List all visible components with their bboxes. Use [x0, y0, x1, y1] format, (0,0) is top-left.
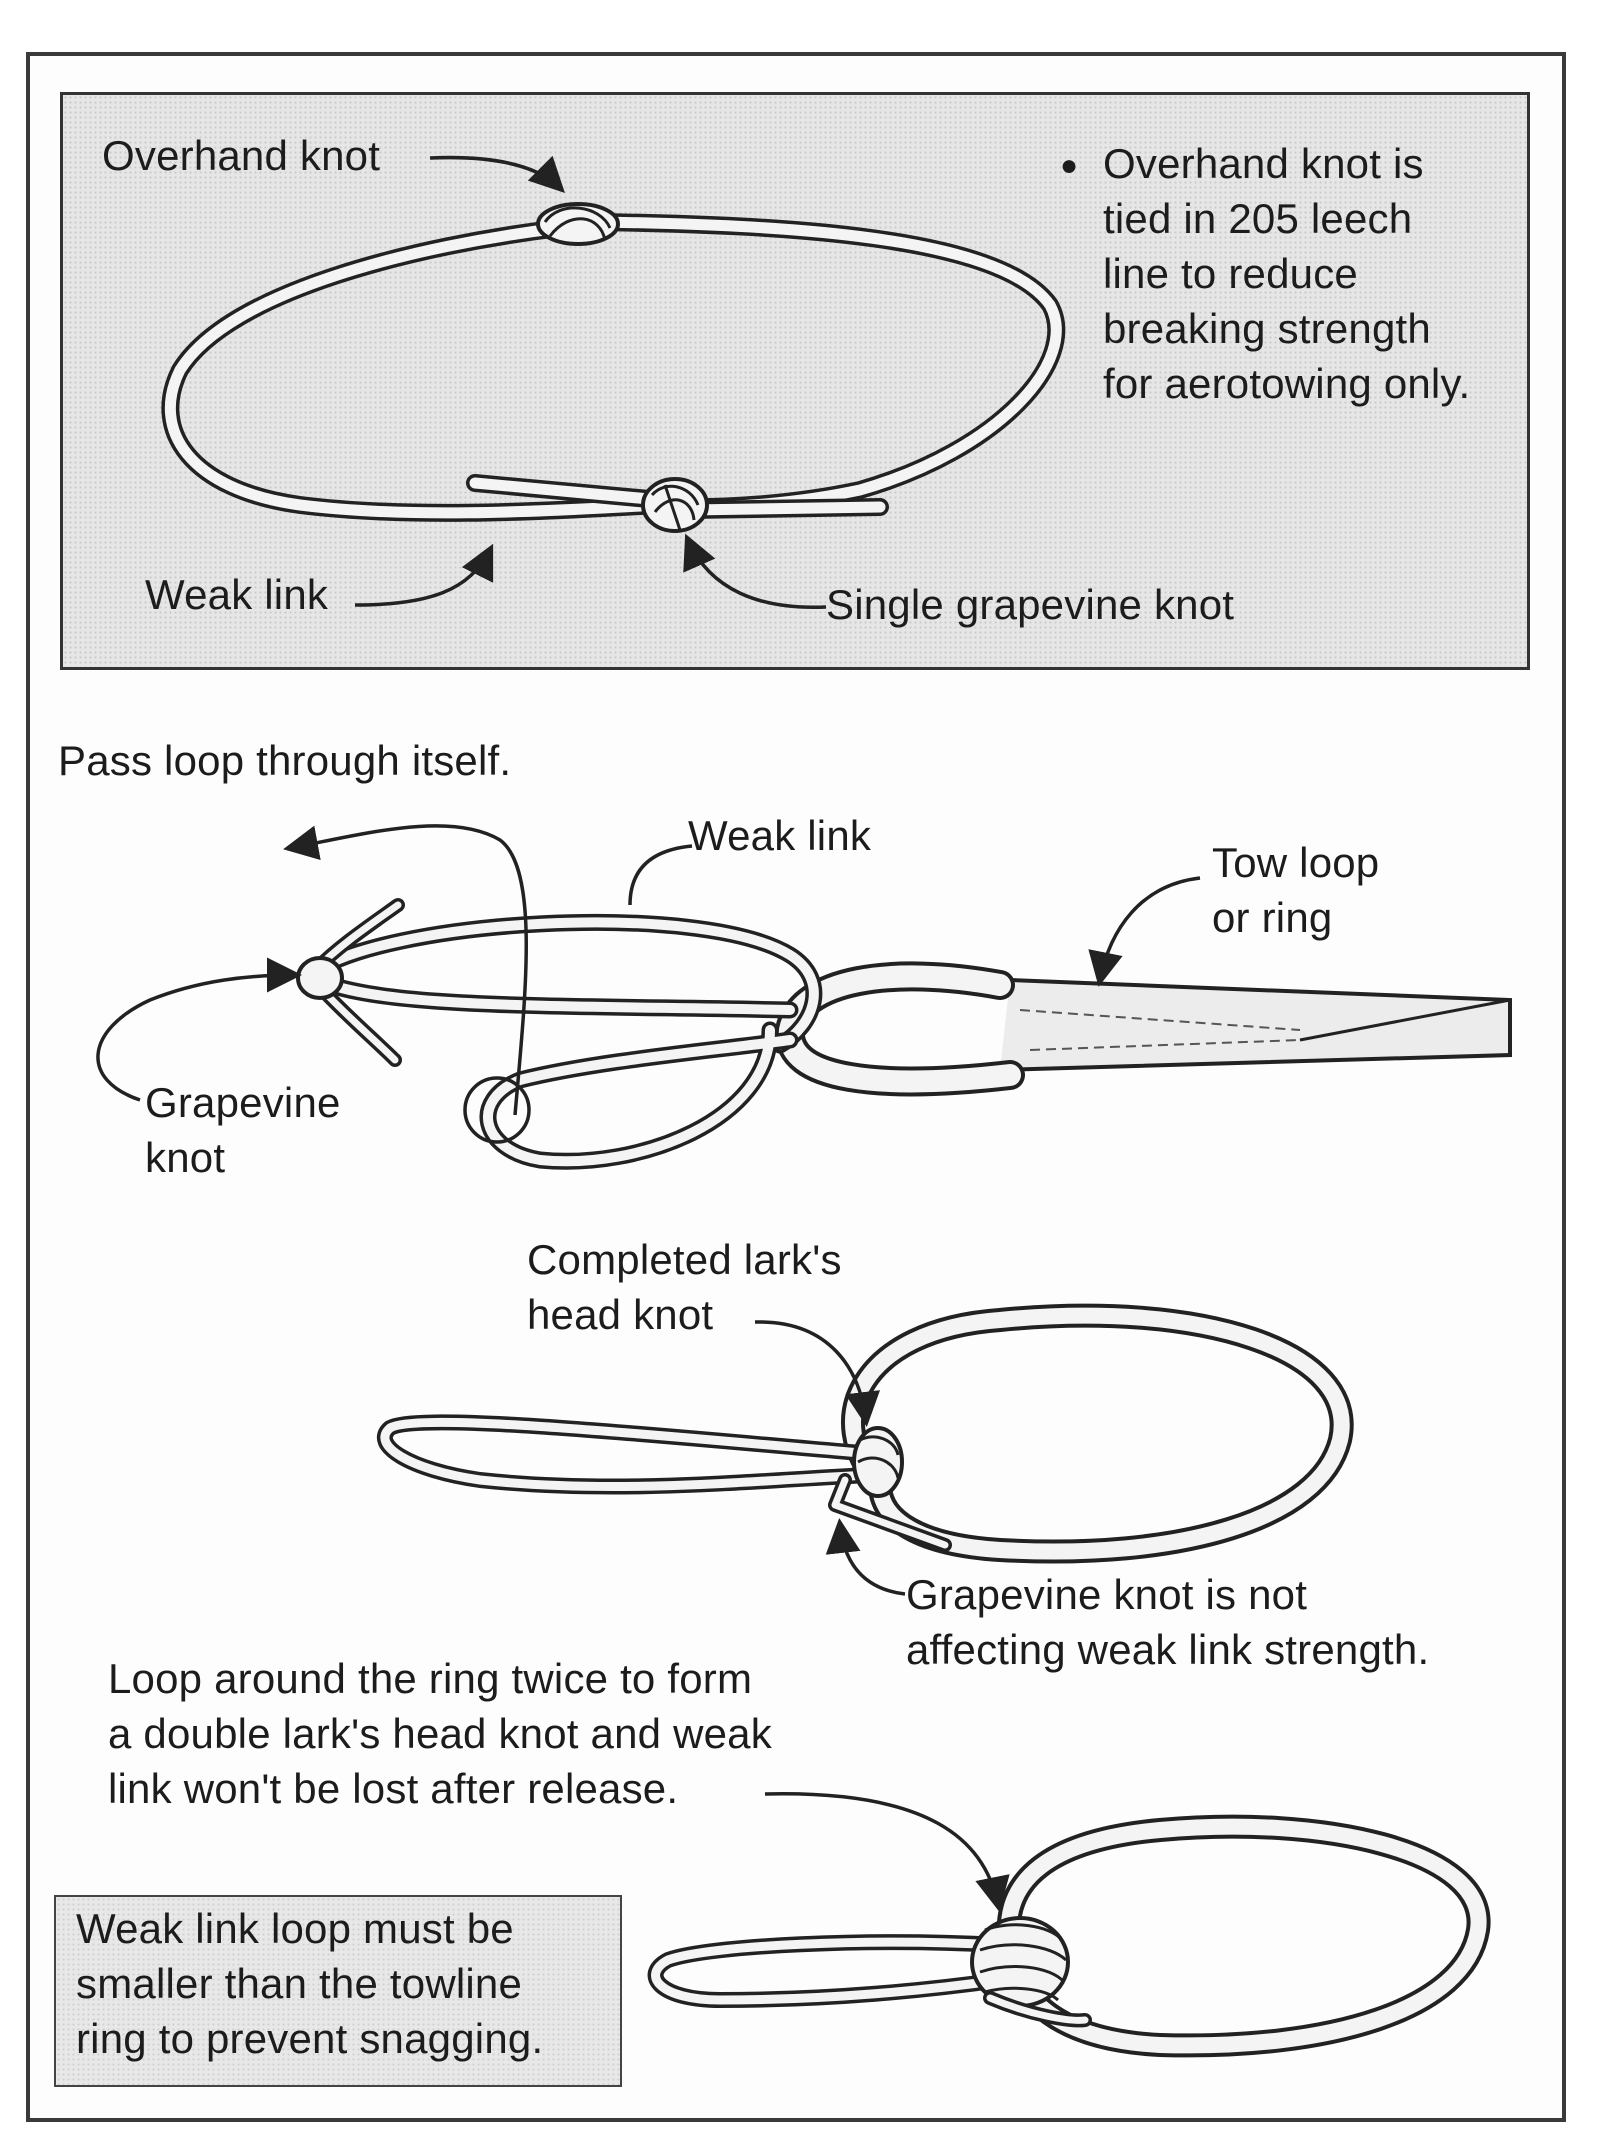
overhand-note-line: tied in 205 leech — [1103, 195, 1413, 242]
grapevine-knot-label: Grapevine knot — [145, 1075, 341, 1185]
weak-link-loop-drawing — [161, 213, 1066, 522]
top-panel — [60, 92, 1530, 670]
tow-loop-label: Tow loop or ring — [1212, 835, 1379, 945]
double-larks-head-drawing — [647, 1814, 1491, 2058]
step1-weak-link-label: Weak link — [688, 812, 872, 859]
tow-loop-line: or ring — [1212, 894, 1333, 941]
completed-larks-head-line: head knot — [527, 1291, 714, 1338]
pass-loop-instruction: Pass loop through itself. — [58, 737, 512, 784]
note-box-line: smaller than the towline — [76, 1960, 523, 2007]
note-box-line: Weak link loop must be — [76, 1905, 514, 1952]
weak-link-through-drawing — [296, 898, 823, 1170]
grapevine-knot-line: knot — [145, 1134, 226, 1181]
overhand-note: Overhand knot is tied in 205 leech line … — [1103, 136, 1470, 411]
grapevine-note-line: affecting weak link strength. — [906, 1626, 1430, 1673]
bullet-icon: ● — [1060, 149, 1079, 182]
double-larks-head-line: link won't be lost after release. — [108, 1765, 679, 1812]
completed-larks-head-label: Completed lark's head knot — [527, 1232, 842, 1342]
tow-loop-drawing — [774, 961, 1512, 1097]
weak-link-label: Weak link — [145, 571, 329, 618]
overhand-note-line: for aerotowing only. — [1103, 360, 1471, 407]
double-larks-head-line: a double lark's head knot and weak — [108, 1710, 772, 1757]
note-box-text: Weak link loop must be smaller than the … — [76, 1901, 543, 2066]
grapevine-note-label: Grapevine knot is not affecting weak lin… — [906, 1567, 1429, 1677]
tow-loop-line: Tow loop — [1212, 839, 1380, 886]
completed-larks-head-drawing — [376, 1303, 1354, 1564]
double-larks-head-line: Loop around the ring twice to form — [108, 1655, 753, 1702]
double-larks-head-instruction: Loop around the ring twice to form a dou… — [108, 1651, 772, 1816]
grapevine-knot-line: Grapevine — [145, 1079, 341, 1126]
overhand-note-line: line to reduce — [1103, 250, 1358, 297]
overhand-note-line: breaking strength — [1103, 305, 1431, 352]
overhand-note-line: Overhand knot is — [1103, 140, 1424, 187]
overhand-knot-drawing — [536, 202, 620, 246]
grapevine-note-line: Grapevine knot is not — [906, 1571, 1308, 1618]
completed-larks-head-line: Completed lark's — [527, 1236, 842, 1283]
single-grapevine-knot-drawing — [641, 477, 709, 533]
single-grapevine-label: Single grapevine knot — [826, 581, 1235, 628]
note-box — [54, 1895, 622, 2087]
note-box-line: ring to prevent snagging. — [76, 2015, 544, 2062]
overhand-knot-label: Overhand knot — [102, 132, 381, 179]
